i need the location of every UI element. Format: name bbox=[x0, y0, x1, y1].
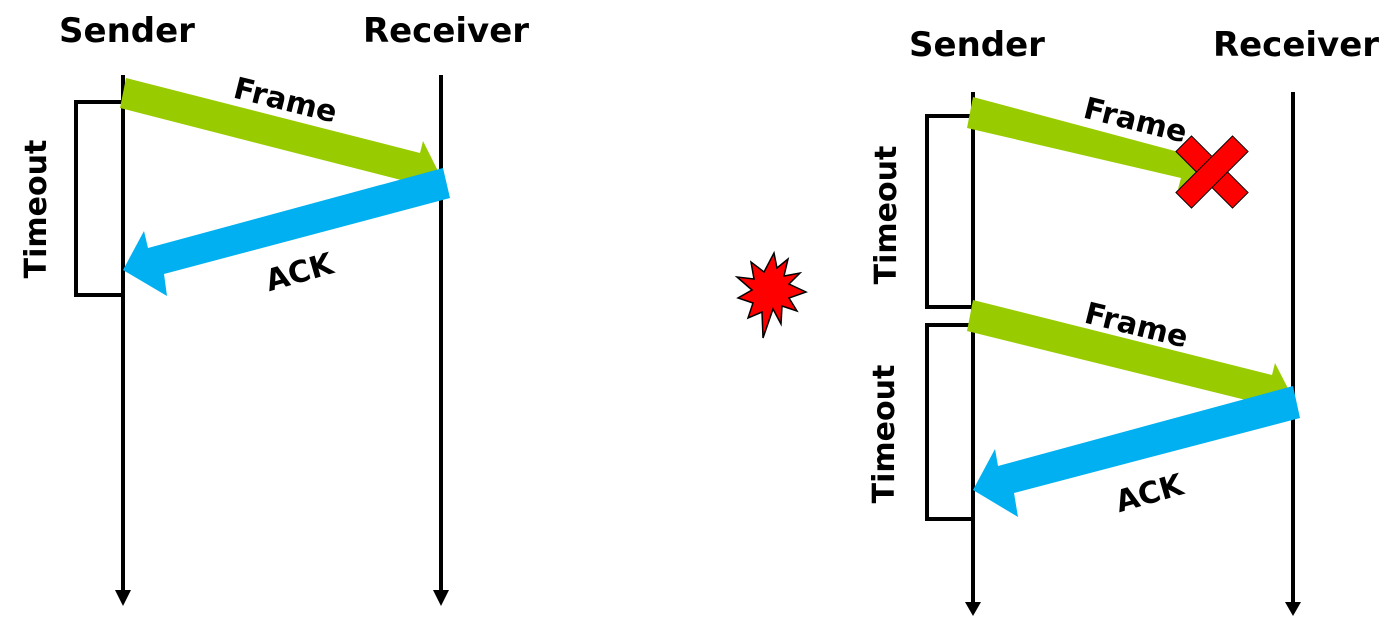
red-x-icon bbox=[1175, 135, 1249, 209]
left-timeout-bracket bbox=[74, 100, 123, 297]
right-sender-arrowhead-icon bbox=[965, 602, 981, 616]
left-sender-label: Sender bbox=[59, 11, 195, 51]
left-ack-arrow bbox=[123, 168, 450, 296]
right-timeout-label-1: Timeout bbox=[869, 146, 904, 285]
red-starburst-icon bbox=[734, 250, 808, 339]
right-scenario: Sender Receiver Timeout Timeout Frame Fr… bbox=[867, 25, 1379, 616]
left-sender-arrowhead-icon bbox=[115, 590, 131, 606]
left-scenario: Sender Receiver Timeout Frame ACK bbox=[19, 11, 529, 606]
right-frame-arrow bbox=[967, 300, 1296, 415]
right-receiver-label: Receiver bbox=[1213, 25, 1379, 65]
right-lost-frame-arrow bbox=[967, 97, 1214, 189]
right-timeout-bracket-1 bbox=[925, 114, 973, 309]
left-ack-label: ACK bbox=[262, 246, 339, 299]
left-receiver-label: Receiver bbox=[363, 11, 529, 51]
left-frame-arrow bbox=[120, 78, 443, 192]
right-timeout-label-2: Timeout bbox=[867, 365, 902, 504]
right-receiver-arrowhead-icon bbox=[1285, 602, 1301, 616]
right-timeout-bracket-2 bbox=[925, 323, 973, 521]
left-receiver-arrowhead-icon bbox=[433, 590, 449, 606]
left-timeout-label: Timeout bbox=[19, 140, 54, 279]
right-sender-label: Sender bbox=[909, 25, 1045, 65]
right-ack-label: ACK bbox=[1112, 467, 1189, 520]
right-ack-arrow bbox=[973, 386, 1300, 517]
